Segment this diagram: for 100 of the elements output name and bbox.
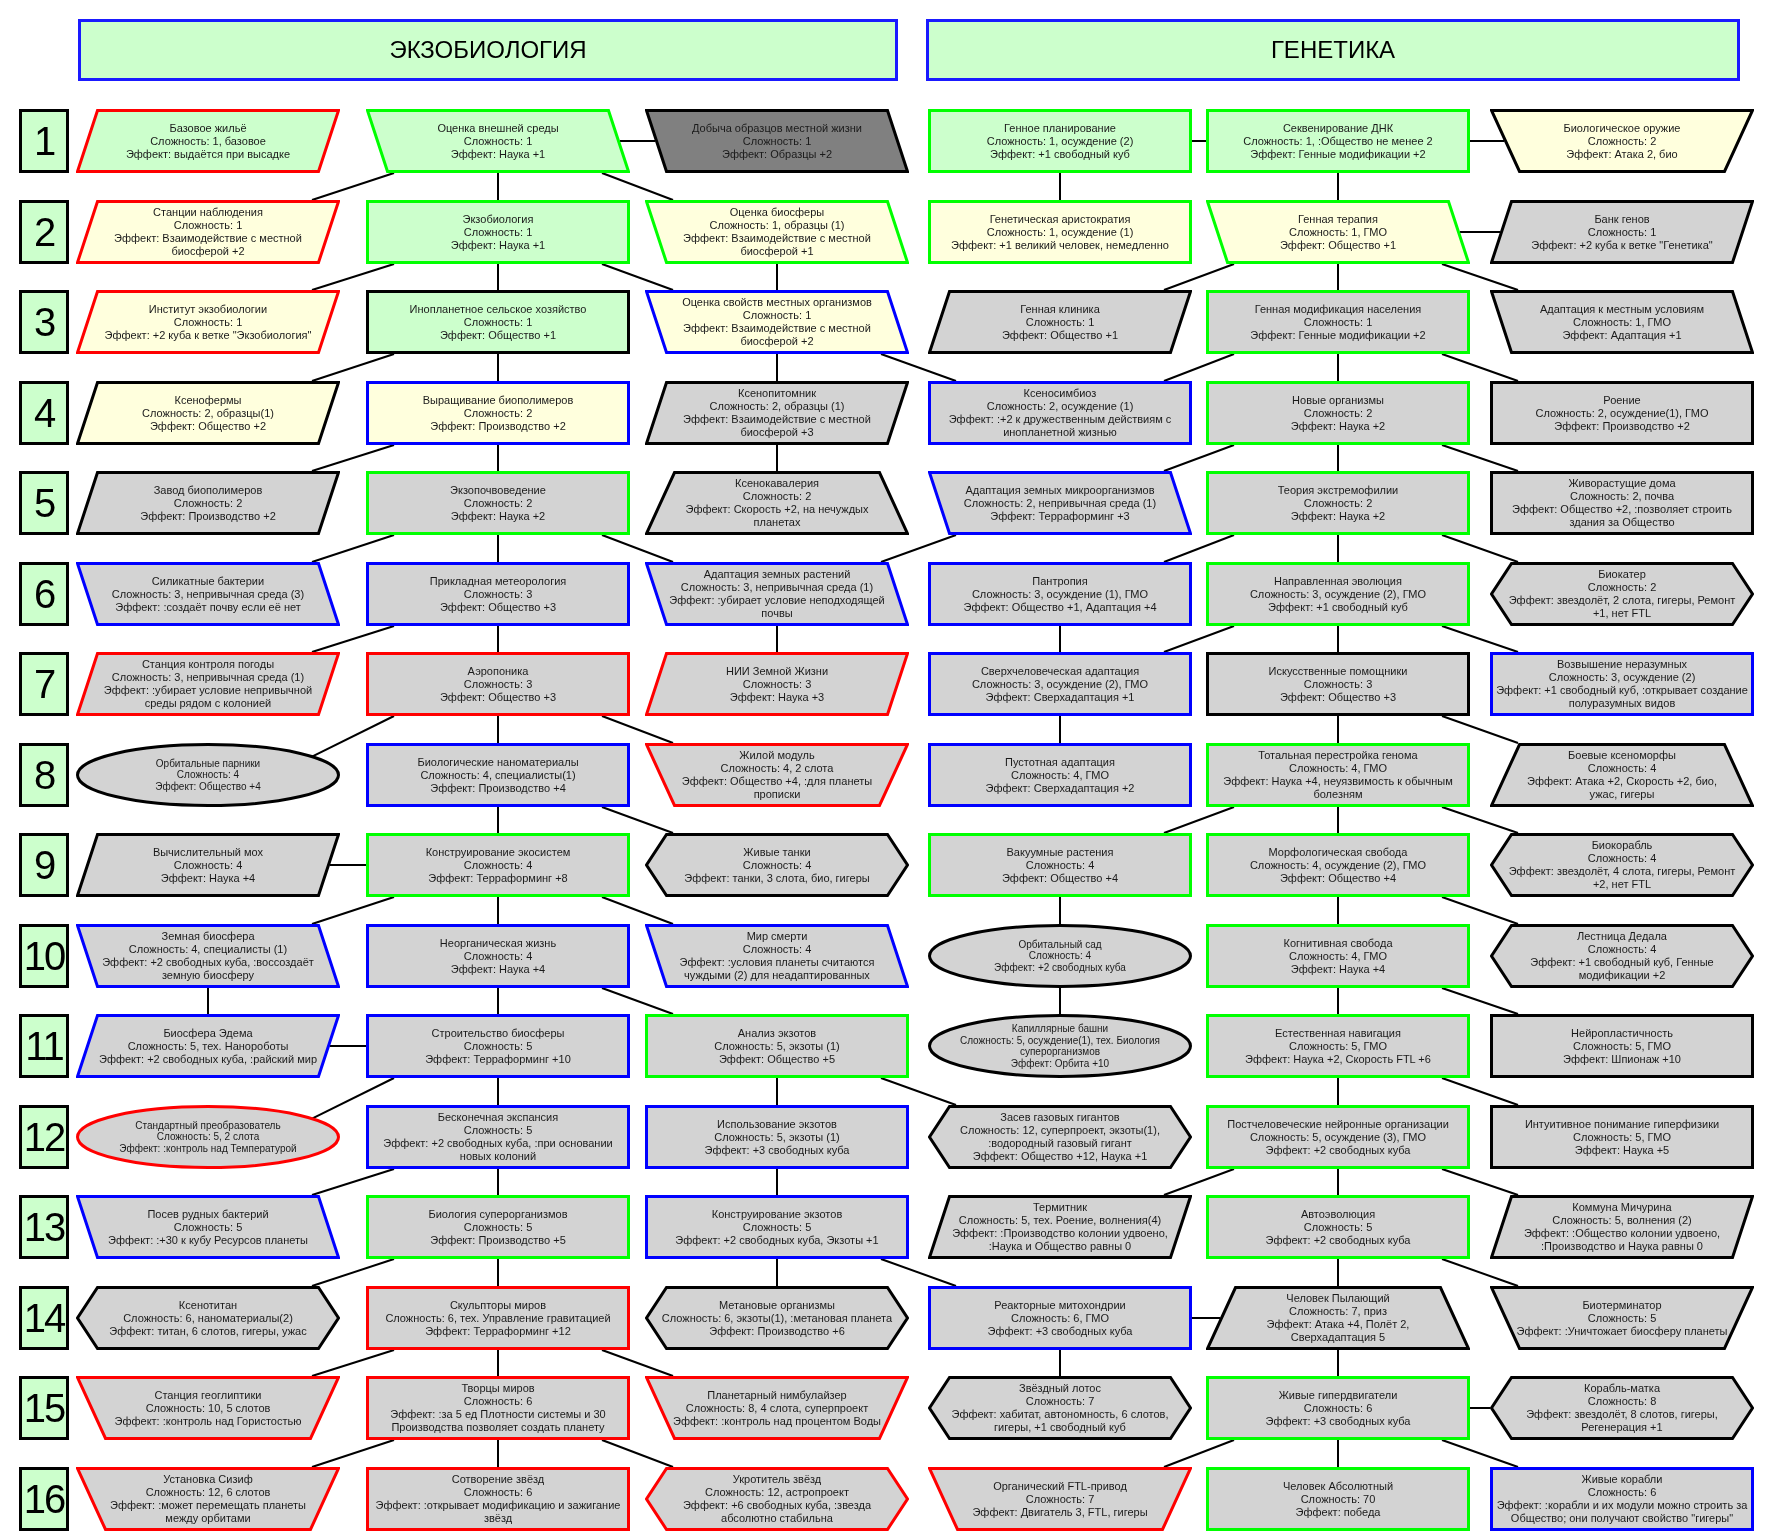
tech-name: Конструирование экосистем <box>425 845 571 859</box>
connector-line <box>1441 1258 1519 1287</box>
tech-card <box>645 1105 909 1169</box>
requirements-text: Сложность: 5, ГМО <box>1572 1039 1672 1053</box>
tech-name: Ксенокавалерия <box>735 477 819 490</box>
connector-line <box>1441 896 1519 925</box>
effect-text: Эффект: Наука +5 <box>1574 1143 1670 1157</box>
requirements-text: Сложность: 2, непривычная среда (1) <box>963 496 1157 510</box>
requirements-text: Сложность: 5, осуждение(1), тех. Биология суперорганизмов <box>958 1034 1162 1058</box>
tech-card <box>1490 1286 1754 1350</box>
effect-text: Эффект: Общество +4 <box>1279 871 1397 885</box>
effect-text: Эффект: Производство +5 <box>430 1233 566 1247</box>
tech-card <box>1490 1195 1754 1259</box>
tech-card <box>928 743 1192 807</box>
connector-line <box>1337 1077 1339 1106</box>
requirements-text: Сложность: 4 <box>1587 943 1657 956</box>
effect-text: Эффект: Общество +2, :позволяет строить здания за Общество <box>1511 503 1733 529</box>
tech-card <box>76 743 340 807</box>
effect-text: Эффект: Общество +3 <box>439 690 557 704</box>
connector-line <box>1163 534 1235 563</box>
tech-card <box>76 471 340 535</box>
requirements-text: Сложность: 4, осуждение (2), ГМО <box>1249 858 1427 872</box>
tech-name: Установка Сизиф <box>163 1473 253 1486</box>
requirements-text: Сложность: 1, базовое <box>150 134 266 148</box>
row-number: 3 <box>33 302 55 342</box>
requirements-text: Сложность: 6 <box>463 1486 533 1499</box>
tech-card <box>928 924 1192 988</box>
tech-name: Орбитальный сад <box>1018 938 1102 951</box>
row-number: 4 <box>33 393 55 433</box>
requirements-text: Сложность: 5, 2 слота <box>156 1131 260 1143</box>
connector-line <box>776 625 778 653</box>
connector-line <box>880 1258 957 1287</box>
requirements-text: Сложность: 2 <box>1303 496 1373 510</box>
requirements-text: Сложность: 5, волнения (2) <box>1552 1214 1692 1227</box>
tech-name: Планетарный нимбулайзер <box>707 1388 847 1402</box>
effect-text: Эффект: :условия планеты считаются чуждыми (2) для неадаптированных <box>678 956 876 982</box>
tech-name: Генная модификация населения <box>1254 302 1422 316</box>
tech-card <box>928 1286 1192 1350</box>
requirements-text: Сложность: 1, ГМО <box>1288 225 1388 239</box>
row-number: 16 <box>23 1479 65 1519</box>
requirements-text: Сложность: 1, осуждение (1) <box>986 225 1134 239</box>
effect-text: Эффект: Наука +2 <box>450 509 546 523</box>
effect-text: Эффект: +2 свободных куба, :райский мир <box>98 1052 317 1066</box>
tech-card <box>928 109 1192 173</box>
tech-name: Посев рудных бактерий <box>147 1207 269 1221</box>
requirements-text: Сложность: 5 <box>1303 1220 1373 1234</box>
tech-name: Термитник <box>1032 1201 1088 1214</box>
row-number: 15 <box>23 1388 65 1428</box>
tech-name: Засев газовых гигантов <box>1000 1111 1120 1124</box>
connector-line <box>497 172 499 201</box>
row-number: 9 <box>33 845 55 885</box>
requirements-text: Сложность: 4 <box>1587 762 1657 775</box>
tech-name: Базовое жильё <box>169 121 247 135</box>
tech-card <box>928 652 1192 716</box>
tech-card <box>1490 1467 1754 1531</box>
requirements-text: Сложность: 2, образцы(1) <box>142 406 274 420</box>
row-number-box <box>19 833 69 897</box>
connector-line <box>1441 1439 1519 1468</box>
tech-card <box>76 381 340 445</box>
tech-card <box>76 1014 340 1078</box>
tech-card <box>1206 562 1470 626</box>
tech-card <box>645 290 909 354</box>
row-number-box <box>19 200 69 264</box>
tech-name: Институт экзобиологии <box>148 302 268 316</box>
effect-text: Эффект: Взаимодействие с местной биосферой +3 <box>682 413 872 439</box>
tech-name: Естественная навигация <box>1275 1026 1401 1040</box>
requirements-text: Сложность: 1 <box>463 315 533 329</box>
row-number-box <box>19 1376 69 1440</box>
requirements-text: Сложность: 1 <box>463 134 533 148</box>
effect-text: Эффект: +1 свободный куб <box>990 147 1130 161</box>
tech-card <box>366 1105 630 1169</box>
effect-text: Эффект: Общество +4, :для планеты прописки <box>680 775 874 801</box>
requirements-text: Сложность: 1, ГМО <box>1572 315 1672 329</box>
requirements-text: Сложность: 2 <box>742 490 812 503</box>
tech-name: Биокорабль <box>1591 839 1653 852</box>
tech-card <box>1490 833 1754 897</box>
tech-card <box>76 652 340 716</box>
effect-text: Эффект: выдаётся при высадке <box>125 147 291 161</box>
tech-name: Человек Абсолютный <box>1282 1479 1394 1493</box>
connector-line <box>1059 987 1061 1015</box>
effect-text: Эффект: :контроль над Гористостью <box>114 1414 302 1428</box>
requirements-text: Сложность: 10, 5 слотов <box>145 1401 271 1415</box>
row-number: 5 <box>33 483 55 523</box>
requirements-text: Сложность: 3 <box>1303 677 1373 691</box>
tech-card <box>928 290 1192 354</box>
effect-text: Эффект: Наука +2, Скорость FTL +6 <box>1245 1052 1431 1066</box>
tech-card <box>645 200 909 264</box>
tech-name: Теория экстремофилии <box>1277 483 1399 497</box>
requirements-text: Сложность: 1 <box>1025 315 1095 329</box>
requirements-text: Сложность: 5 <box>742 1220 812 1234</box>
effect-text: Эффект: Сверхадаптация +1 <box>985 690 1135 704</box>
row-number: 13 <box>23 1207 65 1247</box>
connector-line <box>880 1077 957 1106</box>
tech-name: Адаптация земных микроорганизмов <box>965 483 1155 497</box>
effect-text: Эффект: Наука +2 <box>1290 419 1386 433</box>
effect-text: Эффект: Общество +4 <box>1001 871 1119 885</box>
connector-line <box>1059 896 1061 925</box>
tech-card <box>1490 924 1754 988</box>
tech-name: Неорганическая жизнь <box>439 936 557 950</box>
tech-name: Биологическое оружие <box>1563 121 1681 135</box>
